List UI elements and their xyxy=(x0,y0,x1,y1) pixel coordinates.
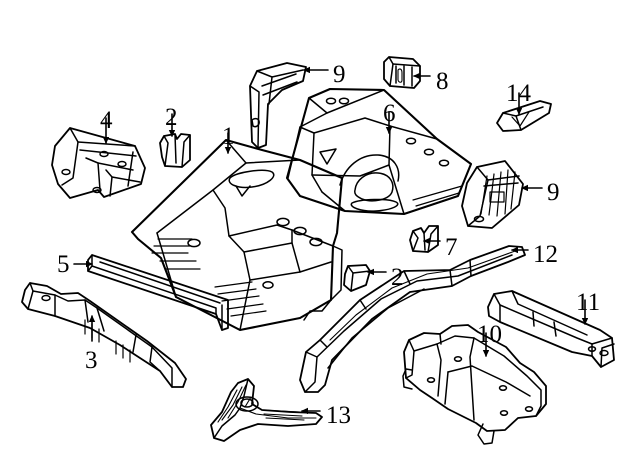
callout-number-5: 5 xyxy=(57,251,70,278)
callout-number-8: 8 xyxy=(436,68,449,95)
part-side-rail-right xyxy=(299,245,526,393)
leader-arrows xyxy=(73,66,589,415)
callout-number-11: 11 xyxy=(576,289,601,316)
part-clip-bracket-right xyxy=(409,225,439,253)
part-rear-brace-left xyxy=(249,62,307,149)
part-rear-crossmember-right xyxy=(487,290,615,368)
part-rear-floor-pan xyxy=(285,87,473,216)
callout-number-9b: 9 xyxy=(547,179,560,206)
callout-number-9a: 9 xyxy=(333,61,346,88)
callout-number-10: 10 xyxy=(477,321,502,348)
part-y-shaped-brace xyxy=(210,378,323,442)
part-small-cover-plate xyxy=(496,100,552,132)
callout-number-3: 3 xyxy=(85,347,98,374)
callout-number-12: 12 xyxy=(533,241,558,268)
callout-number-7: 7 xyxy=(445,234,458,261)
part-floor-pan-center xyxy=(130,138,344,332)
callout-number-6: 6 xyxy=(383,100,396,127)
callout-number-2b: 2 xyxy=(391,264,404,291)
callout-number-13: 13 xyxy=(326,402,351,429)
part-reinforcement-bracket-left xyxy=(51,127,146,199)
part-rear-brace-right xyxy=(461,160,524,229)
callout-number-4: 4 xyxy=(100,107,113,134)
callout-number-14: 14 xyxy=(506,80,531,107)
part-sill-extension xyxy=(87,254,229,331)
part-slotted-bracket xyxy=(383,56,421,89)
part-side-rail-left xyxy=(21,282,187,388)
part-clip-bracket-upper xyxy=(159,133,191,168)
callout-number-2a: 2 xyxy=(165,104,178,131)
part-crossmember xyxy=(402,324,547,445)
callout-number-1: 1 xyxy=(222,123,235,150)
part-clip-bracket-lower xyxy=(343,264,371,292)
